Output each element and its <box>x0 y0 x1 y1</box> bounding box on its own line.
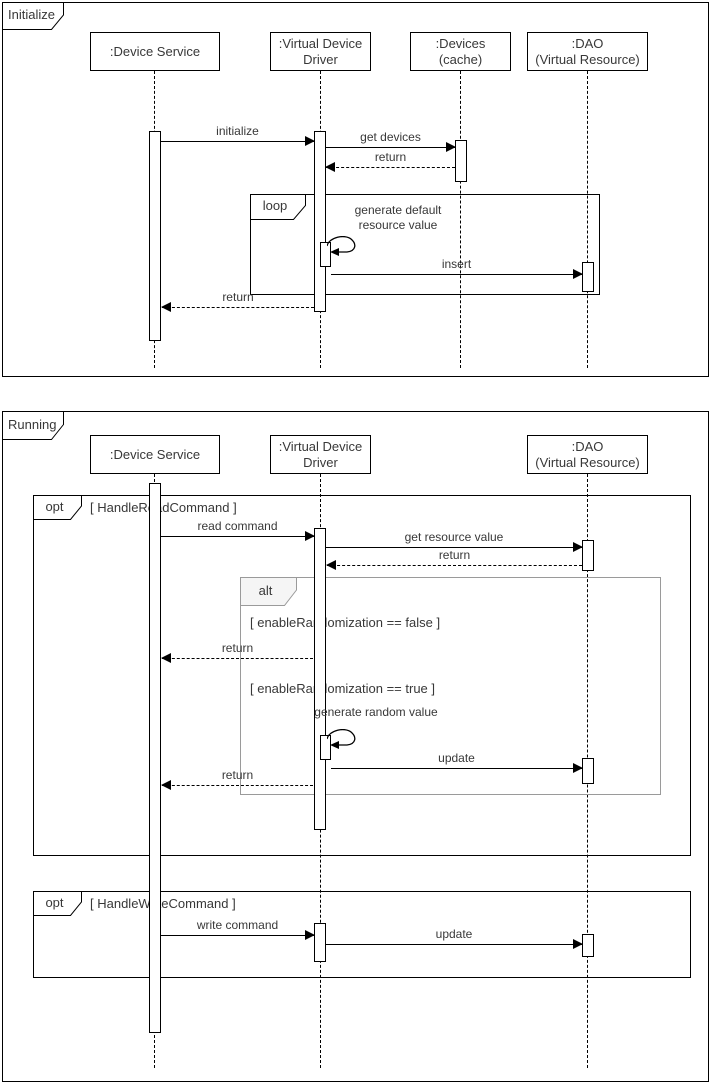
activation-dao-update-write <box>582 934 594 957</box>
arrowhead-icon <box>446 142 456 152</box>
arrowhead-icon <box>161 653 171 663</box>
frame-running-title: Running <box>8 416 57 432</box>
lifeline-head-device-service-2: :Device Service <box>90 435 220 474</box>
message-get-devices-return-label: return <box>374 150 407 164</box>
frame-initialize-label: Initialize <box>2 2 64 30</box>
activation-self-generate-random <box>320 735 331 760</box>
message-get-devices-label: get devices <box>360 130 421 144</box>
message-initialize-label: initialize <box>216 124 259 138</box>
activation-device-service-running <box>149 483 161 1033</box>
message-line <box>161 536 314 537</box>
fragment-opt-write <box>33 891 691 978</box>
fragment-opt-read-operator: opt <box>33 495 82 520</box>
lifeline-head-devices-cache: :Devices (cache) <box>410 32 511 71</box>
lifeline-head-virtual-device-driver: :Virtual Device Driver <box>270 32 371 71</box>
message-line <box>161 935 314 936</box>
arrowhead-icon <box>305 930 315 940</box>
message-update-label: update <box>438 751 475 765</box>
lifeline-dao <box>587 71 588 368</box>
message-generate-random-label: generate random value <box>314 705 438 719</box>
fragment-opt-write-guard: [ HandleWriteCommand ] <box>90 896 236 911</box>
fragment-opt-read-operator-text: opt <box>45 498 64 514</box>
activation-devices-cache <box>455 140 467 182</box>
lifeline-head-dao: :DAO (Virtual Resource) <box>527 32 648 71</box>
activation-dao-insert <box>582 262 594 292</box>
message-generate-default-label: generate default resource value <box>354 203 442 232</box>
arrowhead-icon <box>305 531 315 541</box>
activation-device-service-init <box>149 131 161 341</box>
self-message-arc <box>326 235 363 265</box>
message-line <box>326 944 582 945</box>
frame-initialize <box>2 2 709 377</box>
message-line <box>161 141 314 142</box>
fragment-opt-read <box>33 495 691 856</box>
message-line <box>326 147 455 148</box>
arrowhead-icon <box>161 302 171 312</box>
message-update-write-label: update <box>435 927 473 941</box>
fragment-alt-operator-text: alt <box>258 582 273 598</box>
activation-self-generate-default <box>320 242 331 267</box>
lifeline-head-dao-2: :DAO (Virtual Resource) <box>527 435 648 474</box>
message-insert-label: insert <box>441 257 472 271</box>
activation-virtual-device-driver-write <box>314 923 326 962</box>
message-line <box>162 785 313 786</box>
arrowhead-icon <box>573 269 583 279</box>
fragment-loop-operator-text: loop <box>262 198 288 213</box>
activation-virtual-device-driver-read <box>314 528 326 830</box>
lifeline-head-virtual-device-driver-2: :Virtual Device Driver <box>270 435 371 474</box>
message-write-command-label: write command <box>196 918 279 932</box>
fragment-alt-guard-false: [ enableRandomization == false ] <box>250 615 441 630</box>
message-line <box>162 307 314 308</box>
message-line <box>162 658 313 659</box>
message-line <box>331 768 582 769</box>
fragment-opt-write-operator-text: opt <box>45 894 64 910</box>
message-get-resource-value-label: get resource value <box>404 530 504 544</box>
lifeline-devices-cache <box>460 71 461 368</box>
arrowhead-icon <box>305 136 315 146</box>
fragment-opt-read-guard: [ HandleReadCommand ] <box>90 500 237 515</box>
arrowhead-icon <box>325 162 335 172</box>
arrowhead-icon <box>326 560 336 570</box>
fragment-alt-operator: alt <box>240 577 297 606</box>
message-read-command-label: read command <box>197 519 278 533</box>
message-line <box>326 547 582 548</box>
message-randomization-true-return-label: return <box>221 768 254 782</box>
activation-dao-update <box>582 758 594 784</box>
arrowhead-icon <box>573 542 583 552</box>
fragment-alt <box>240 577 661 795</box>
activation-virtual-device-driver-init <box>314 131 326 312</box>
frame-running <box>2 411 709 1082</box>
message-randomization-false-return-label: return <box>221 641 254 655</box>
frame-running-label: Running <box>2 411 64 440</box>
message-initialize-return-label: return <box>222 290 254 304</box>
message-line <box>326 167 455 168</box>
fragment-alt-guard-true: [ enableRandomization == true ] <box>250 681 436 696</box>
lifeline-head-device-service: :Device Service <box>90 32 220 71</box>
activation-dao-get-resource <box>582 540 594 571</box>
fragment-opt-write-operator: opt <box>33 891 82 916</box>
frame-initialize-title: Initialize <box>8 7 55 22</box>
arrowhead-icon <box>573 763 583 773</box>
message-line <box>331 274 582 275</box>
fragment-loop <box>250 194 600 295</box>
arrowhead-icon <box>573 939 583 949</box>
fragment-loop-operator: loop <box>250 194 306 220</box>
message-get-resource-value-return-label: return <box>438 548 471 562</box>
self-message-arc-2 <box>326 728 363 758</box>
message-line <box>327 565 582 566</box>
arrowhead-icon <box>161 780 171 790</box>
